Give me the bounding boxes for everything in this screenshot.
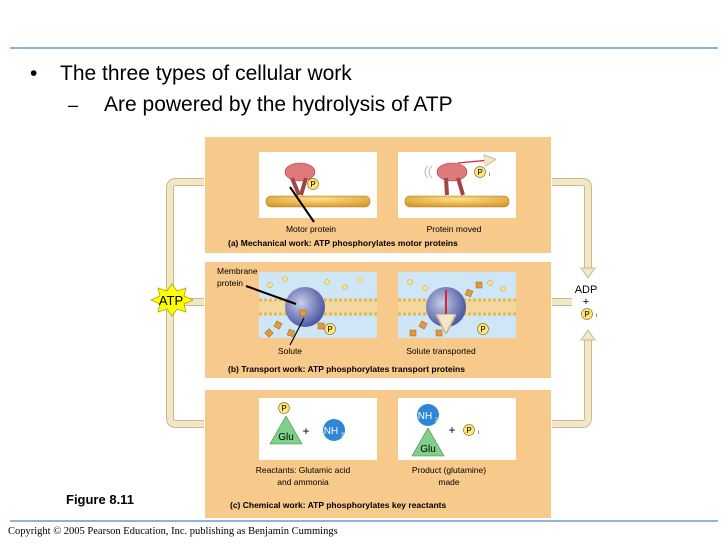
motor-phosphate-label: P (310, 180, 315, 189)
nh2-sub: 2 (435, 418, 439, 424)
membrane-pointer-line (245, 285, 297, 305)
nh2-molecule-icon (417, 404, 439, 426)
mechanical-caption: (a) Mechanical work: ATP phosphorylates … (228, 238, 458, 248)
glu-product-label: Glu (420, 444, 436, 455)
transport-phosphate-left-icon (324, 323, 336, 335)
transport-phosphate-right-label: P (480, 325, 485, 334)
pi-p-label: P (584, 310, 589, 319)
reactants-label-line2: and ammonia (277, 477, 329, 487)
solute-label: Solute (278, 346, 302, 356)
nh3-label: NH (324, 426, 338, 437)
reactant-plus: + (302, 424, 309, 438)
glu-phosphate-label: P (281, 404, 286, 413)
protein-moved-phosphate-icon (474, 166, 486, 178)
adp-label: ADP (575, 284, 598, 296)
transport-protein-left (285, 287, 325, 327)
motor-protein-label: Motor protein (286, 224, 336, 234)
atp-starburst (150, 283, 194, 317)
adp-plus: + (583, 296, 589, 308)
solute-transported-label: Solute transported (406, 346, 476, 356)
glu-reactant-triangle (269, 415, 303, 445)
right-flow-arrows (552, 178, 596, 428)
product-label-line1: Product (glutamine) (412, 465, 486, 475)
product-label-line2: made (438, 477, 460, 487)
product-pi-sub: i (478, 430, 479, 436)
figure-label: Figure 8.11 (66, 492, 134, 507)
product-pi-label: P (466, 426, 471, 435)
motor-protein-illustration (265, 162, 371, 208)
nh2-label: NH (418, 411, 432, 422)
nh3-molecule-icon (323, 419, 345, 441)
bullet-main: The three types of cellular work (60, 62, 352, 85)
product-plus: + (448, 423, 455, 437)
bullet-marker: • (30, 62, 38, 85)
glu-product-triangle (411, 427, 445, 457)
pi-phosphate-icon (581, 308, 593, 320)
reactants-box (259, 398, 377, 460)
pi-sub-label: i (596, 313, 597, 319)
atp-label: ATP (159, 293, 183, 308)
product-pi-icon (463, 424, 475, 436)
protein-moved-phosphate-label: P (477, 168, 482, 177)
bullet-sub: Are powered by the hydrolysis of ATP (104, 93, 453, 116)
transport-phosphate-right-icon (477, 323, 489, 335)
protein-moved-label: Protein moved (427, 224, 482, 234)
glu-reactant-label: Glu (278, 432, 294, 443)
transport-caption: (b) Transport work: ATP phosphorylates t… (228, 364, 465, 374)
protein-moved-illustration (404, 160, 510, 208)
membrane-dots (267, 276, 506, 292)
glu-phosphate-icon (278, 402, 290, 414)
chemical-caption: (c) Chemical work: ATP phosphorylates ke… (230, 500, 446, 510)
transport-phosphate-left-label: P (327, 325, 332, 334)
membrane-label-line2: protein (217, 278, 243, 288)
motor-phosphate-icon (307, 178, 319, 190)
sub-bullet-marker: – (68, 95, 79, 115)
membrane-label-line1: Membrane (217, 266, 258, 276)
copyright-text: Copyright © 2005 Pearson Education, Inc.… (8, 526, 338, 537)
solute-molecules (264, 281, 483, 338)
title-divider (10, 47, 718, 49)
reactants-label-line1: Reactants: Glutamic acid (256, 465, 351, 475)
motor-pointer-line (289, 186, 315, 223)
footer-divider (10, 520, 718, 522)
protein-moved-pi-sub: i (489, 172, 490, 178)
nh3-sub: 3 (341, 433, 345, 439)
protein-moved-box (398, 152, 516, 218)
solute-pointer-line (289, 317, 305, 346)
